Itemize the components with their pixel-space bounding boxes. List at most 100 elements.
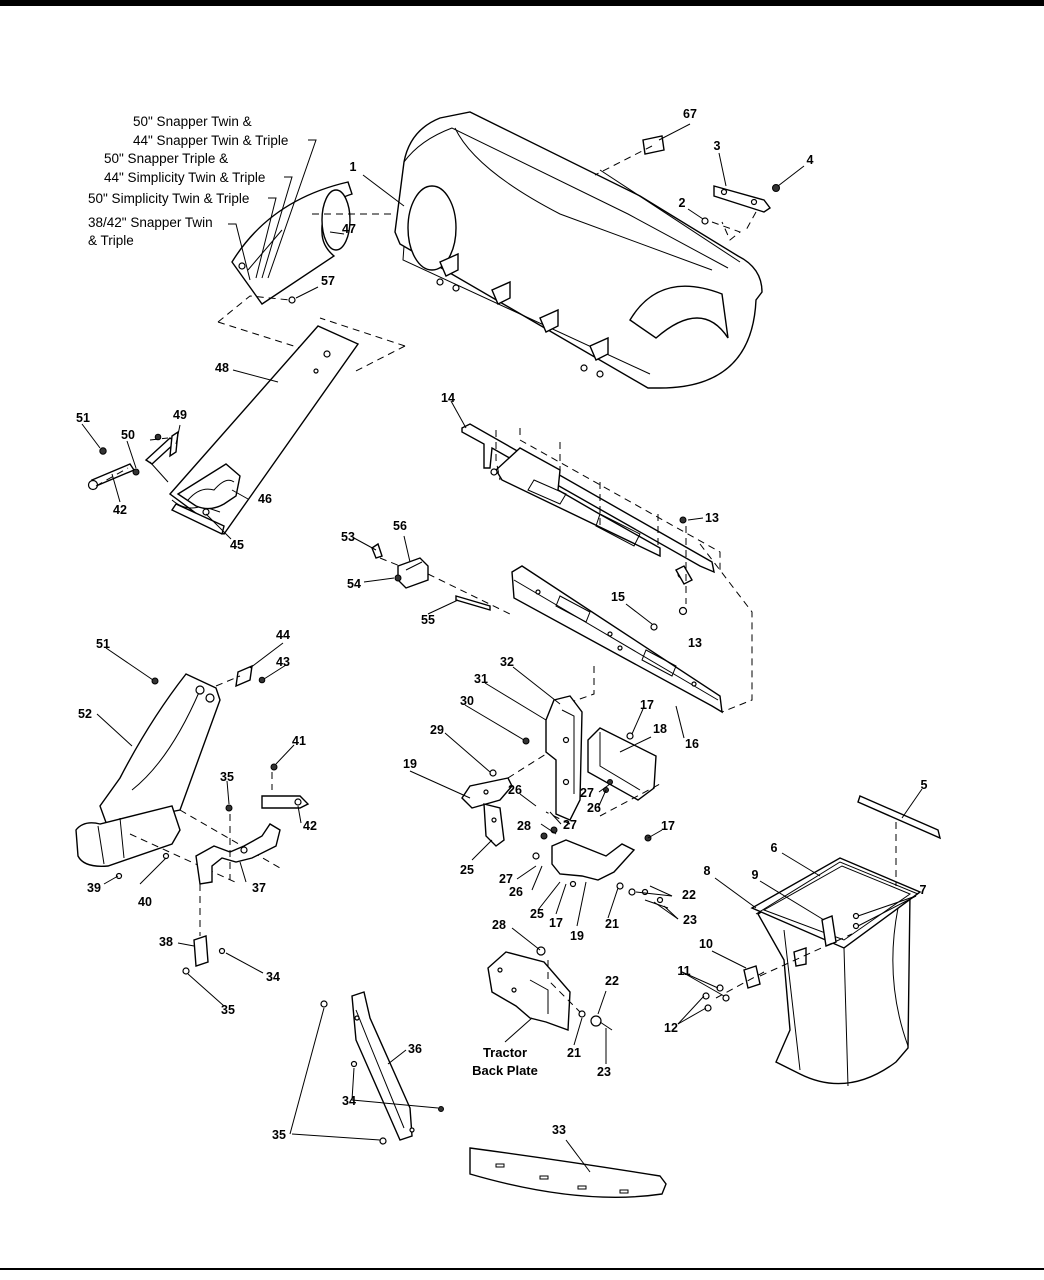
plate-part-25 <box>483 803 505 847</box>
tube-part-38 <box>182 935 226 975</box>
callout-7: 7 <box>920 883 927 897</box>
callout-50: 50 <box>121 428 135 442</box>
fitment-notes: 50" Snapper Twin & 44" Snapper Twin & Tr… <box>88 114 288 248</box>
callout-42a: 42 <box>113 503 127 517</box>
callout-34b: 34 <box>342 1094 356 1108</box>
bracket-assembly-part-31-32 <box>522 695 583 821</box>
bolt-part-13a <box>679 516 687 524</box>
callout-23a: 23 <box>683 913 697 927</box>
callout-21b: 21 <box>567 1046 581 1060</box>
callout-32: 32 <box>500 655 514 669</box>
plate-part-41-42 <box>261 763 310 809</box>
latch-part-3 <box>713 185 772 213</box>
callout-57: 57 <box>321 274 335 288</box>
grass-bag-part-6 <box>750 857 922 1087</box>
bag-handle-part-5 <box>857 795 942 840</box>
callout-39: 39 <box>87 881 101 895</box>
callout-3: 3 <box>714 139 721 153</box>
fitment-note-line-3: 50" Snapper Triple & <box>104 151 228 166</box>
arm-part-37 <box>195 823 281 885</box>
callout-28b: 28 <box>492 918 506 932</box>
adapter-part-47 <box>231 181 353 305</box>
callout-55: 55 <box>421 613 435 627</box>
nut-part-2 <box>701 217 709 225</box>
callout-45: 45 <box>230 538 244 552</box>
callout-10: 10 <box>699 937 713 951</box>
callout-5: 5 <box>921 778 928 792</box>
callout-26a: 26 <box>508 783 522 797</box>
callout-22a: 22 <box>682 888 696 902</box>
nut-part-35a <box>225 804 233 812</box>
callout-19b: 19 <box>570 929 584 943</box>
callout-51b: 51 <box>96 637 110 651</box>
callout-1: 1 <box>350 160 357 174</box>
callout-22b: 22 <box>605 974 619 988</box>
callout-29: 29 <box>430 723 444 737</box>
callout-49: 49 <box>173 408 187 422</box>
callout-2: 2 <box>679 196 686 210</box>
callout-19a: 19 <box>403 757 417 771</box>
callout-40: 40 <box>138 895 152 909</box>
callout-67: 67 <box>683 107 697 121</box>
callout-13b: 13 <box>688 636 702 650</box>
callout-4: 4 <box>807 153 814 167</box>
screw-part-4 <box>772 184 780 192</box>
callout-51a: 51 <box>76 411 90 425</box>
callout-26b: 26 <box>587 801 601 815</box>
fitment-note-line-6: 38/42" Snapper Twin <box>88 215 213 230</box>
callout-21a: 21 <box>605 917 619 931</box>
callout-27a: 27 <box>563 818 577 832</box>
callout-34a: 34 <box>266 970 280 984</box>
callout-15: 15 <box>611 590 625 604</box>
callout-8: 8 <box>704 864 711 878</box>
hood-latch-part-46 <box>170 463 241 536</box>
callout-28a: 28 <box>517 819 531 833</box>
tractor-back-plate-label-line-1: Tractor <box>483 1045 527 1060</box>
screw-part-57 <box>288 296 296 304</box>
callout-25a: 25 <box>460 863 474 877</box>
bumper-strip-part-33 <box>469 1147 667 1198</box>
callout-53: 53 <box>341 530 355 544</box>
bottom-rule <box>0 1268 1044 1270</box>
callout-13a: 13 <box>705 511 719 525</box>
callout-41: 41 <box>292 734 306 748</box>
callout-25b: 25 <box>530 907 544 921</box>
tractor-back-plate <box>487 946 613 1031</box>
callout-42b: 42 <box>303 819 317 833</box>
fitment-note-line-5: 50" Simplicity Twin & Triple <box>88 191 249 206</box>
callout-27b: 27 <box>580 786 594 800</box>
top-rule <box>0 0 1044 6</box>
callout-17c: 17 <box>549 916 563 930</box>
callout-35a: 35 <box>220 770 234 784</box>
nut-part-15 <box>650 623 658 631</box>
callout-38: 38 <box>159 935 173 949</box>
fitment-note-line-7: & Triple <box>88 233 134 248</box>
fitment-note-line-2: 44" Snapper Twin & Triple <box>133 133 288 148</box>
blower-chute-part-52 <box>75 673 221 880</box>
hardware-part-21-22-23 <box>616 882 669 909</box>
callout-9: 9 <box>752 868 759 882</box>
bagger-hood-part-1 <box>394 111 763 389</box>
bracket-part-19-29 <box>461 769 513 809</box>
callout-54: 54 <box>347 577 361 591</box>
callout-52: 52 <box>78 707 92 721</box>
decal-part-67 <box>642 135 665 155</box>
callout-11: 11 <box>677 964 690 978</box>
deflector-part-36 <box>320 991 444 1145</box>
leader-lines <box>81 123 923 1173</box>
bracket-part-18 <box>587 727 657 801</box>
hitch-bar-part-14 <box>461 423 715 585</box>
callout-27c: 27 <box>499 872 513 886</box>
fitment-note-line-4: 44" Simplicity Twin & Triple <box>104 170 265 185</box>
callout-16: 16 <box>685 737 699 751</box>
callout-numbers: 67 1 3 4 2 47 57 48 51 50 49 42 46 45 14… <box>76 107 927 1142</box>
callout-56: 56 <box>393 519 407 533</box>
callout-23b: 23 <box>597 1065 611 1079</box>
callout-35c: 35 <box>272 1128 286 1142</box>
callout-35b: 35 <box>221 1003 235 1017</box>
callout-17b: 17 <box>661 819 675 833</box>
callout-14: 14 <box>441 391 455 405</box>
callout-6: 6 <box>771 841 778 855</box>
